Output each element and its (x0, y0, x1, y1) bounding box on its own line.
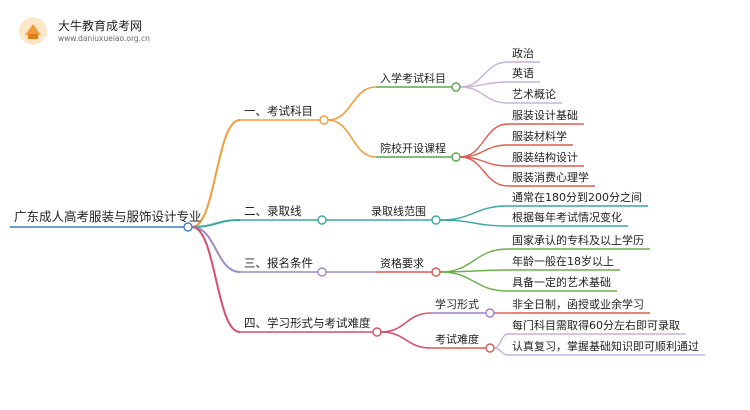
leaf-1-1-2-connector (459, 81, 509, 88)
leaf-1-1-1-label: 政治 (512, 46, 534, 60)
group-4-2-connector (380, 331, 432, 349)
branch-2-node-dot[interactable] (317, 215, 327, 225)
leaf-4-2-2-connector (493, 347, 509, 356)
group-1-1-label: 入学考试科目 (380, 71, 446, 85)
leaf-1-2-3-label: 服装结构设计 (512, 150, 578, 164)
branch-4-node-dot[interactable] (372, 327, 382, 337)
branch-4-label: 四、学习形式与考试难度 (244, 316, 371, 330)
leaf-2-1-2-label: 根据每年考试情况变化 (512, 210, 622, 224)
leaf-1-2-4-label: 服装消费心理学 (512, 170, 589, 184)
group-1-2-connector (327, 119, 377, 158)
group-2-1-label: 录取线范围 (371, 204, 426, 218)
group-2-1-node-dot[interactable] (431, 215, 441, 225)
leaf-1-1-3-connector (459, 86, 509, 104)
leaf-3-1-1-connector (439, 248, 509, 273)
leaf-1-2-1-label: 服装设计基础 (512, 109, 578, 122)
group-4-1-node-dot[interactable] (485, 308, 495, 318)
leaf-3-1-3-connector (439, 271, 509, 292)
leaf-4-2-1-connector (493, 333, 509, 349)
group-4-2-node-dot[interactable] (485, 343, 495, 353)
root-node-dot[interactable] (183, 222, 193, 232)
leaf-1-1-2-label: 英语 (512, 66, 534, 80)
branch-3-label: 三、报名条件 (244, 256, 313, 270)
leaf-1-2-2-label: 服装材料学 (512, 129, 567, 143)
group-4-2-label: 考试难度 (435, 332, 479, 346)
branch-1-connector (191, 119, 241, 228)
group-1-2-node-dot[interactable] (451, 152, 461, 162)
leaf-3-1-3-label: 具备一定的艺术基础 (512, 275, 611, 289)
leaf-2-1-1-connector (439, 205, 509, 221)
leaf-3-1-2-label: 年龄一般在18岁以上 (512, 254, 614, 268)
branch-1-node-dot[interactable] (319, 115, 329, 125)
leaf-1-2-1-connector (459, 123, 509, 158)
group-4-1-connector (380, 312, 432, 333)
group-1-1-node-dot[interactable] (451, 82, 461, 92)
logo-badge-icon (19, 17, 47, 45)
root-label: 广东成人高考服装与服饰设计专业 (14, 209, 202, 224)
leaf-4-1-1-label: 非全日制，函授或业余学习 (512, 297, 644, 311)
leaf-1-2-4-connector (459, 156, 509, 187)
leaf-4-2-1-label: 每门科目需取得60分左右即可录取 (512, 318, 680, 332)
leaf-1-1-3-label: 艺术概论 (512, 87, 556, 101)
group-1-1-connector (327, 86, 377, 121)
group-4-1-label: 学习形式 (435, 297, 479, 311)
group-3-1-label: 资格要求 (380, 256, 424, 270)
group-3-1-node-dot[interactable] (431, 267, 441, 277)
branch-3-connector (191, 226, 241, 273)
branch-4-connector (191, 226, 241, 333)
site-logo[interactable]: 大牛教育成考网 www.daniuxueiao.org.cn (18, 14, 178, 50)
logo-name: 大牛教育成考网 (58, 19, 143, 33)
leaf-2-1-2-connector (439, 219, 509, 227)
leaf-4-2-2-label: 认真复习，掌握基础知识即可顺利通过 (512, 339, 699, 353)
branch-1-label: 一、考试科目 (244, 104, 313, 118)
leaf-1-1-1-connector (459, 61, 509, 88)
leaf-3-1-1-label: 国家承认的专科及以上学历 (512, 233, 644, 247)
branch-3-node-dot[interactable] (317, 267, 327, 277)
logo-url: www.daniuxueiao.org.cn (58, 34, 150, 43)
leaf-2-1-1-label: 通常在180分到200分之间 (512, 190, 642, 204)
group-1-2-label: 院校开设课程 (380, 141, 446, 155)
branch-2-label: 二、录取线 (244, 204, 302, 218)
